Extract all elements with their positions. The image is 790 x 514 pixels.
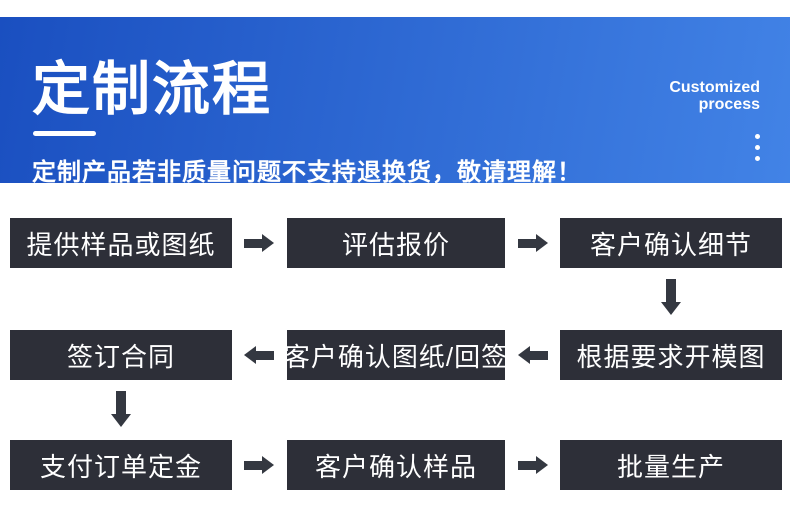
arrow-left-icon xyxy=(518,346,548,365)
dot-icon xyxy=(755,145,760,150)
arrow-right-icon xyxy=(518,456,548,475)
dot-icon xyxy=(755,156,760,161)
banner-en-line1: Customized xyxy=(669,79,760,96)
title-underline xyxy=(33,131,96,136)
step-make-mold-drawing: 根据要求开模图 xyxy=(560,330,782,380)
step-pay-deposit: 支付订单定金 xyxy=(10,440,232,490)
arrow-left-icon xyxy=(244,346,274,365)
dot-icon xyxy=(755,134,760,139)
arrow-right-icon xyxy=(518,234,548,253)
arrow-right-icon xyxy=(244,234,274,253)
page-title: 定制流程 xyxy=(32,57,273,122)
banner: 定制流程 定制产品若非质量问题不支持退换货，敬请理解！ Customized p… xyxy=(0,17,790,186)
arrow-down-icon xyxy=(661,279,681,315)
step-customer-confirm-details: 客户确认细节 xyxy=(560,218,782,268)
step-customer-confirm-sample: 客户确认样品 xyxy=(287,440,505,490)
step-customer-confirm-drawing: 客户确认图纸/回签 xyxy=(284,330,507,380)
step-evaluate-quote: 评估报价 xyxy=(287,218,505,268)
step-mass-production: 批量生产 xyxy=(560,440,782,490)
arrow-down-icon xyxy=(111,391,131,427)
banner-subtitle-en: Customized process xyxy=(669,79,760,113)
arrow-right-icon xyxy=(244,456,274,475)
step-sign-contract: 签订合同 xyxy=(10,330,232,380)
banner-en-line2: process xyxy=(698,96,760,113)
ellipsis-dots-icon xyxy=(754,134,760,167)
banner-subtitle: 定制产品若非质量问题不支持退换货，敬请理解！ xyxy=(32,159,582,186)
step-provide-sample-or-drawing: 提供样品或图纸 xyxy=(10,218,232,268)
